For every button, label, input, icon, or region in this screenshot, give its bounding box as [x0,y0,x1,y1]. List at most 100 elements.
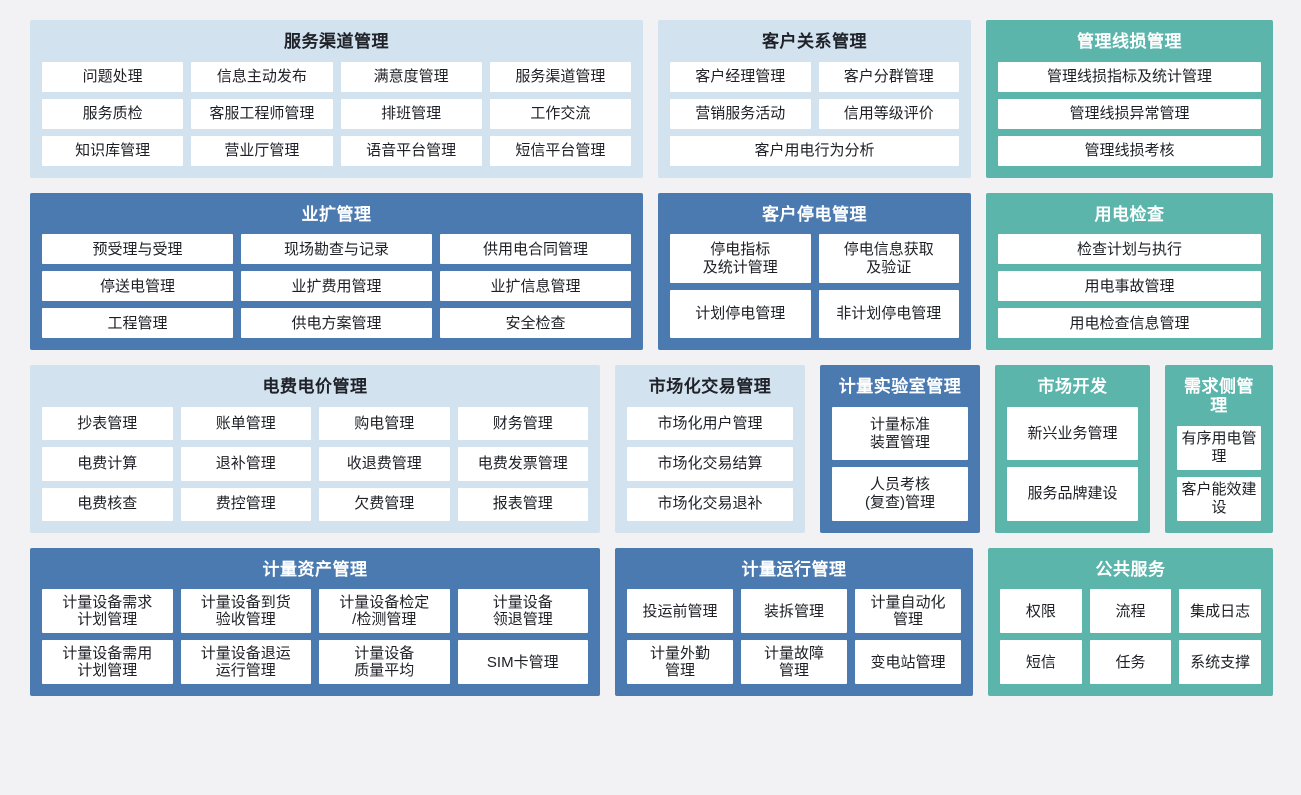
tile-item[interactable]: 投运前管理 [627,589,733,634]
tile-item[interactable]: 电费计算 [42,447,173,481]
tile-item[interactable]: 语音平台管理 [340,135,482,166]
tile-item[interactable]: 计量设备需用 计划管理 [42,640,173,685]
tile-item[interactable]: 退补管理 [180,447,311,481]
tile-item[interactable]: 计量设备需求 计划管理 [42,589,173,634]
tile-item[interactable]: 知识库管理 [42,135,184,166]
tile-item[interactable]: 任务 [1089,640,1172,685]
tile-item[interactable]: 市场化用户管理 [627,407,793,441]
tile-row: 计量标准 装置管理 [832,407,968,461]
tile-item[interactable]: 业扩信息管理 [440,271,631,302]
tile-item[interactable]: 停送电管理 [42,271,233,302]
panel-power-consumption-inspection[interactable]: 用电检查 检查计划与执行 用电事故管理 用电检查信息管理 [986,192,1273,351]
tile-item[interactable]: 停电指标 及统计管理 [670,234,811,283]
tile-item[interactable]: 账单管理 [180,407,311,441]
tile-item[interactable]: SIM卡管理 [457,640,588,685]
panel-demand-side-management[interactable]: 需求侧管理 有序用电管理 客户能效建设 [1165,365,1273,533]
tile-item[interactable]: 供电方案管理 [241,308,432,339]
tile-item[interactable]: 计量外勤 管理 [627,640,733,685]
tile-item[interactable]: 管理线损异常管理 [998,98,1261,129]
tile-item[interactable]: 短信平台管理 [489,135,631,166]
panel-metering-asset-management[interactable]: 计量资产管理 计量设备需求 计划管理 计量设备到货 验收管理 计量设备检定 /检… [30,547,600,697]
tile-item[interactable]: 抄表管理 [42,407,173,441]
tile-item[interactable]: 计量标准 装置管理 [832,407,968,461]
tile-item[interactable]: 安全检查 [440,308,631,339]
tile-item[interactable]: 收退费管理 [319,447,450,481]
tile-item[interactable]: 装拆管理 [741,589,847,634]
tile-item[interactable]: 市场化交易结算 [627,447,793,481]
tile-item[interactable]: 计量设备到货 验收管理 [180,589,311,634]
tile-item[interactable]: 服务质检 [42,98,184,129]
tile-row: 计划停电管理 非计划停电管理 [670,289,959,339]
tile-item[interactable]: 财务管理 [457,407,588,441]
tile-item[interactable]: 营销服务活动 [670,98,811,129]
panel-electricity-fee-price-management[interactable]: 电费电价管理 抄表管理 账单管理 购电管理 财务管理 电费计算 退补管理 收退费… [30,365,600,533]
tile-item[interactable]: 市场化交易退补 [627,487,793,521]
tile-item[interactable]: 客户能效建设 [1177,476,1261,521]
tile-item[interactable]: 检查计划与执行 [998,234,1261,265]
tile-row: 电费计算 退补管理 收退费管理 电费发票管理 [42,447,588,481]
panel-service-channel-management[interactable]: 服务渠道管理 问题处理 信息主动发布 满意度管理 服务渠道管理 服务质检 客服工… [30,20,643,178]
panel-metering-operation-management[interactable]: 计量运行管理 投运前管理 装拆管理 计量自动化 管理 计量外勤 管理 计量故障 … [615,547,973,697]
tile-item[interactable]: 计划停电管理 [670,289,811,339]
tile-item[interactable]: 短信 [1000,640,1082,685]
panel-title: 客户关系管理 [762,32,867,51]
tile-item[interactable]: 电费核查 [42,487,173,521]
diagram-row-3: 电费电价管理 抄表管理 账单管理 购电管理 财务管理 电费计算 退补管理 收退费… [30,365,1273,533]
tile-item[interactable]: 用电检查信息管理 [998,308,1261,339]
tile-grid: 预受理与受理 现场勘查与记录 供用电合同管理 停送电管理 业扩费用管理 业扩信息… [42,234,631,339]
panel-public-service[interactable]: 公共服务 权限 流程 集成日志 短信 任务 系统支撑 [988,547,1273,697]
panel-customer-relationship-management[interactable]: 客户关系管理 客户经理管理 客户分群管理 营销服务活动 信用等级评价 客户用电行… [658,20,971,178]
tile-item[interactable]: 欠费管理 [319,487,450,521]
panel-management-line-loss[interactable]: 管理线损管理 管理线损指标及统计管理 管理线损异常管理 管理线损考核 [986,20,1273,178]
tile-item[interactable]: 客户经理管理 [670,61,811,92]
tile-item[interactable]: 排班管理 [340,98,482,129]
panel-metering-laboratory-management[interactable]: 计量实验室管理 计量标准 装置管理 人员考核 (复查)管理 [820,365,980,533]
tile-item[interactable]: 预受理与受理 [42,234,233,265]
panel-customer-outage-management[interactable]: 客户停电管理 停电指标 及统计管理 停电信息获取 及验证 计划停电管理 非计划停… [658,192,971,351]
tile-item[interactable]: 管理线损考核 [998,135,1261,166]
tile-item[interactable]: 工程管理 [42,308,233,339]
tile-item[interactable]: 电费发票管理 [457,447,588,481]
tile-item[interactable]: 流程 [1089,589,1172,634]
tile-item[interactable]: 问题处理 [42,61,184,92]
tile-item[interactable]: 费控管理 [180,487,311,521]
tile-item[interactable]: 用电事故管理 [998,271,1261,302]
tile-item[interactable]: 报表管理 [457,487,588,521]
tile-item[interactable]: 营业厅管理 [191,135,333,166]
tile-item[interactable]: 管理线损指标及统计管理 [998,61,1261,92]
tile-item[interactable]: 集成日志 [1179,589,1262,634]
tile-item[interactable]: 计量设备 质量平均 [319,640,450,685]
tile-row: 工程管理 供电方案管理 安全检查 [42,308,631,339]
tile-item[interactable]: 满意度管理 [340,61,482,92]
tile-item[interactable]: 工作交流 [489,98,631,129]
tile-item[interactable]: 购电管理 [319,407,450,441]
tile-item[interactable]: 服务渠道管理 [489,61,631,92]
tile-item[interactable]: 权限 [1000,589,1082,634]
tile-item[interactable]: 客户用电行为分析 [670,135,959,166]
tile-item[interactable]: 人员考核 (复查)管理 [832,467,968,521]
tile-item[interactable]: 供用电合同管理 [440,234,631,265]
tile-item[interactable]: 计量设备退运 运行管理 [180,640,311,685]
panel-market-development[interactable]: 市场开发 新兴业务管理 服务品牌建设 [995,365,1150,533]
tile-item[interactable]: 业扩费用管理 [241,271,432,302]
tile-item[interactable]: 客服工程师管理 [191,98,333,129]
tile-item[interactable]: 非计划停电管理 [818,289,959,339]
tile-item[interactable]: 停电信息获取 及验证 [818,234,959,283]
tile-item[interactable]: 现场勘查与记录 [241,234,432,265]
tile-item[interactable]: 新兴业务管理 [1007,407,1138,461]
tile-row: 新兴业务管理 [1007,407,1138,461]
tile-item[interactable]: 信息主动发布 [191,61,333,92]
tile-item[interactable]: 服务品牌建设 [1007,467,1138,521]
tile-item[interactable]: 客户分群管理 [818,61,959,92]
panel-market-transaction-management[interactable]: 市场化交易管理 市场化用户管理 市场化交易结算 市场化交易退补 [615,365,805,533]
tile-item[interactable]: 计量设备检定 /检测管理 [319,589,450,634]
tile-item[interactable]: 计量自动化 管理 [855,589,961,634]
tile-row: 投运前管理 装拆管理 计量自动化 管理 [627,589,961,634]
tile-item[interactable]: 计量设备 领退管理 [457,589,588,634]
tile-item[interactable]: 变电站管理 [855,640,961,685]
tile-item[interactable]: 计量故障 管理 [741,640,847,685]
tile-item[interactable]: 系统支撑 [1179,640,1262,685]
panel-business-expansion-management[interactable]: 业扩管理 预受理与受理 现场勘查与记录 供用电合同管理 停送电管理 业扩费用管理… [30,192,643,351]
tile-item[interactable]: 信用等级评价 [818,98,959,129]
tile-item[interactable]: 有序用电管理 [1177,425,1261,470]
